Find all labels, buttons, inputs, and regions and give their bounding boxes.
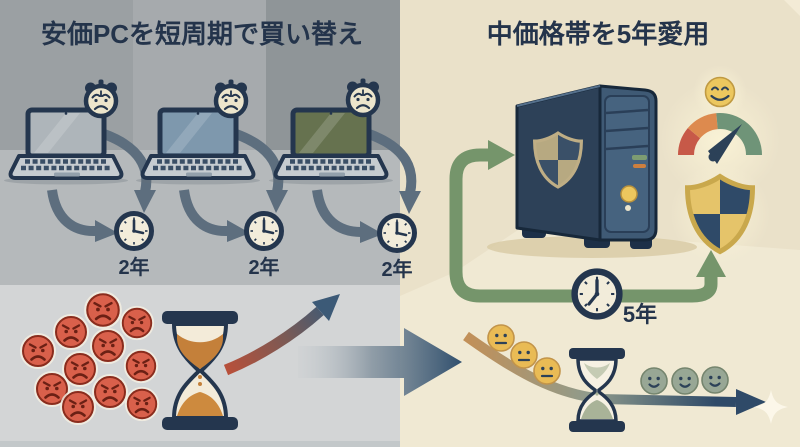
drive-bays bbox=[605, 108, 649, 151]
cycle-clock-3 bbox=[380, 216, 415, 251]
calming-flow bbox=[463, 331, 766, 415]
alarm-clock-sad-icon bbox=[347, 79, 379, 116]
calm-face-icon bbox=[700, 365, 730, 395]
cycle-label-2: 2年 bbox=[248, 255, 279, 279]
power-led bbox=[625, 205, 631, 211]
power-button bbox=[620, 185, 638, 203]
corner-sheen bbox=[784, 0, 800, 16]
hourglass-green-icon bbox=[569, 348, 625, 432]
neutral-face-icon bbox=[509, 340, 539, 370]
replacement-arrows bbox=[47, 129, 417, 237]
replacement-arrowheads bbox=[95, 190, 421, 243]
indicator-green bbox=[632, 155, 647, 160]
indicator-orange bbox=[633, 164, 646, 168]
left-panel-title: 安価PCを短周期で買い替え bbox=[41, 19, 363, 49]
alarm-clock-sad-icon bbox=[215, 80, 247, 117]
cycle-arrow-icon bbox=[449, 140, 726, 303]
right-panel-title: 中価格帯を5年愛用 bbox=[487, 19, 709, 49]
cycle-clock-2 bbox=[247, 214, 282, 249]
neutral-face-icon bbox=[486, 323, 516, 353]
rising-stress-arrow-icon bbox=[223, 294, 340, 376]
gauge-glow bbox=[660, 80, 780, 200]
cycle-label-3: 2年 bbox=[381, 257, 412, 281]
cycle-label-1: 2年 bbox=[118, 255, 149, 279]
satisfaction-gauge-icon bbox=[678, 113, 763, 164]
gauge-needle bbox=[708, 124, 742, 164]
cycle-arrowhead-right bbox=[488, 140, 515, 170]
five-year-clock bbox=[575, 272, 620, 317]
sparkle-icon bbox=[754, 390, 788, 424]
calm-face-icon bbox=[639, 366, 669, 396]
cycle-clock-1 bbox=[117, 214, 152, 249]
desktop-tower-icon bbox=[487, 84, 697, 258]
hourglass-orange-icon bbox=[162, 311, 238, 430]
neutral-face-icon bbox=[532, 356, 562, 386]
calm-face-icon bbox=[670, 366, 700, 396]
cycle-arrowhead-up bbox=[696, 250, 726, 277]
alarm-clock-sad-icon bbox=[85, 80, 117, 117]
duration-label: 5年 bbox=[623, 302, 657, 327]
happy-face-icon bbox=[704, 76, 736, 108]
big-right-arrow-icon bbox=[298, 328, 462, 396]
flow-arrowhead bbox=[736, 389, 766, 415]
